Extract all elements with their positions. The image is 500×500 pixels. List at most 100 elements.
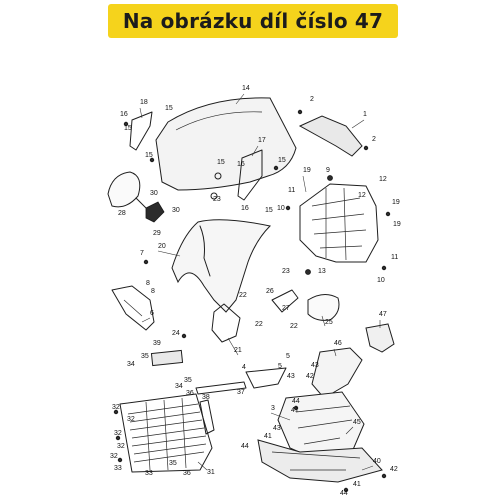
callout-36: 36 — [183, 470, 191, 477]
callout-44: 44 — [340, 490, 348, 497]
callout-10: 10 — [277, 205, 285, 212]
callout-6: 6 — [150, 310, 154, 317]
callout-43: 43 — [311, 362, 319, 369]
callout-42: 42 — [390, 466, 398, 473]
windshield-bracket-left — [129, 111, 153, 151]
callout-44: 44 — [292, 398, 300, 405]
fasteners — [113, 109, 391, 493]
callout-3: 3 — [271, 405, 275, 412]
callout-16: 16 — [120, 111, 128, 118]
page-title: Na obrázku díl číslo 47 — [122, 9, 384, 33]
callout-2: 2 — [310, 96, 314, 103]
callout-22: 22 — [239, 292, 247, 299]
callout-15: 15 — [145, 152, 153, 159]
mirror-right — [307, 294, 340, 321]
callout-19: 19 — [303, 167, 311, 174]
top-cowl — [298, 115, 363, 157]
callout-35: 35 — [169, 460, 177, 467]
callout-10: 10 — [377, 277, 385, 284]
callout-45: 45 — [353, 419, 361, 426]
part-47-cover — [365, 323, 395, 353]
callout-11: 11 — [391, 254, 398, 261]
callout-15: 15 — [217, 159, 225, 166]
inner-panel — [211, 303, 241, 343]
callout-16: 16 — [237, 161, 245, 168]
callout-32: 32 — [110, 453, 118, 460]
callout-26: 26 — [266, 288, 274, 295]
callout-15: 15 — [265, 207, 273, 214]
callout-41: 41 — [264, 433, 272, 440]
callout-36: 36 — [186, 390, 194, 397]
side-panel-left — [111, 285, 155, 331]
callout-24: 24 — [172, 330, 180, 337]
callout-32: 32 — [112, 404, 120, 411]
callout-47: 47 — [379, 311, 387, 318]
windshield — [155, 97, 297, 191]
callout-32: 32 — [127, 416, 135, 423]
callout-18: 18 — [140, 99, 148, 106]
callout-37: 37 — [237, 389, 245, 396]
callout-13: 13 — [318, 268, 326, 275]
callout-22: 22 — [255, 321, 263, 328]
callout-25: 25 — [325, 319, 333, 326]
callout-41: 41 — [353, 481, 361, 488]
callout-43: 43 — [273, 425, 281, 432]
under-cowl — [257, 439, 383, 483]
callout-1: 1 — [363, 111, 367, 118]
callout-15: 15 — [124, 125, 132, 132]
callout-16: 16 — [241, 205, 249, 212]
callout-44: 44 — [241, 443, 249, 450]
side-fairing-right — [311, 347, 363, 399]
callout-30: 30 — [172, 207, 180, 214]
callout-19: 19 — [392, 199, 400, 206]
callout-7: 7 — [140, 250, 144, 257]
callout-27: 27 — [282, 305, 290, 312]
callout-41: 41 — [291, 407, 299, 414]
callout-15: 15 — [278, 157, 286, 164]
callout-17: 17 — [258, 137, 266, 144]
callout-15: 15 — [165, 105, 173, 112]
callout-42: 42 — [306, 373, 314, 380]
callout-8: 8 — [146, 280, 150, 287]
callout-22: 22 — [290, 323, 298, 330]
mirror-mount — [145, 201, 165, 223]
callout-2: 2 — [372, 136, 376, 143]
callout-39: 39 — [153, 340, 161, 347]
front-cowling — [171, 219, 272, 313]
title-banner: Na obrázku díl číslo 47 — [108, 4, 398, 38]
trim-strip — [195, 381, 247, 395]
callout-20: 20 — [158, 243, 166, 250]
callout-34: 34 — [127, 361, 135, 368]
callout-33: 33 — [114, 465, 122, 472]
callout-31: 31 — [207, 469, 215, 476]
leader-lines — [139, 93, 381, 471]
radiator-guard — [119, 393, 213, 473]
callout-46: 46 — [334, 340, 342, 347]
callout-40: 40 — [373, 458, 381, 465]
clip-panel — [245, 367, 287, 389]
trim-panel — [150, 349, 184, 367]
callout-35: 35 — [141, 353, 149, 360]
callout-29: 29 — [153, 230, 161, 237]
mirror-mount-right — [271, 289, 299, 313]
mirror-left — [107, 171, 141, 208]
callout-32: 32 — [114, 430, 122, 437]
callout-23: 23 — [213, 196, 221, 203]
callout-12: 12 — [379, 176, 387, 183]
callout-9: 9 — [326, 167, 330, 174]
callout-35: 35 — [184, 377, 192, 384]
callout-38: 38 — [202, 394, 210, 401]
callout-33: 33 — [145, 470, 153, 477]
callout-43: 43 — [287, 373, 295, 380]
callout-21: 21 — [234, 347, 242, 354]
windshield-bracket-right — [237, 149, 263, 201]
callout-4: 4 — [242, 364, 246, 371]
callout-5: 5 — [286, 353, 290, 360]
callout-14: 14 — [242, 85, 250, 92]
callout-23: 23 — [282, 268, 290, 275]
callout-5: 5 — [278, 363, 282, 370]
callout-28: 28 — [118, 210, 126, 217]
callout-12: 12 — [358, 192, 366, 199]
